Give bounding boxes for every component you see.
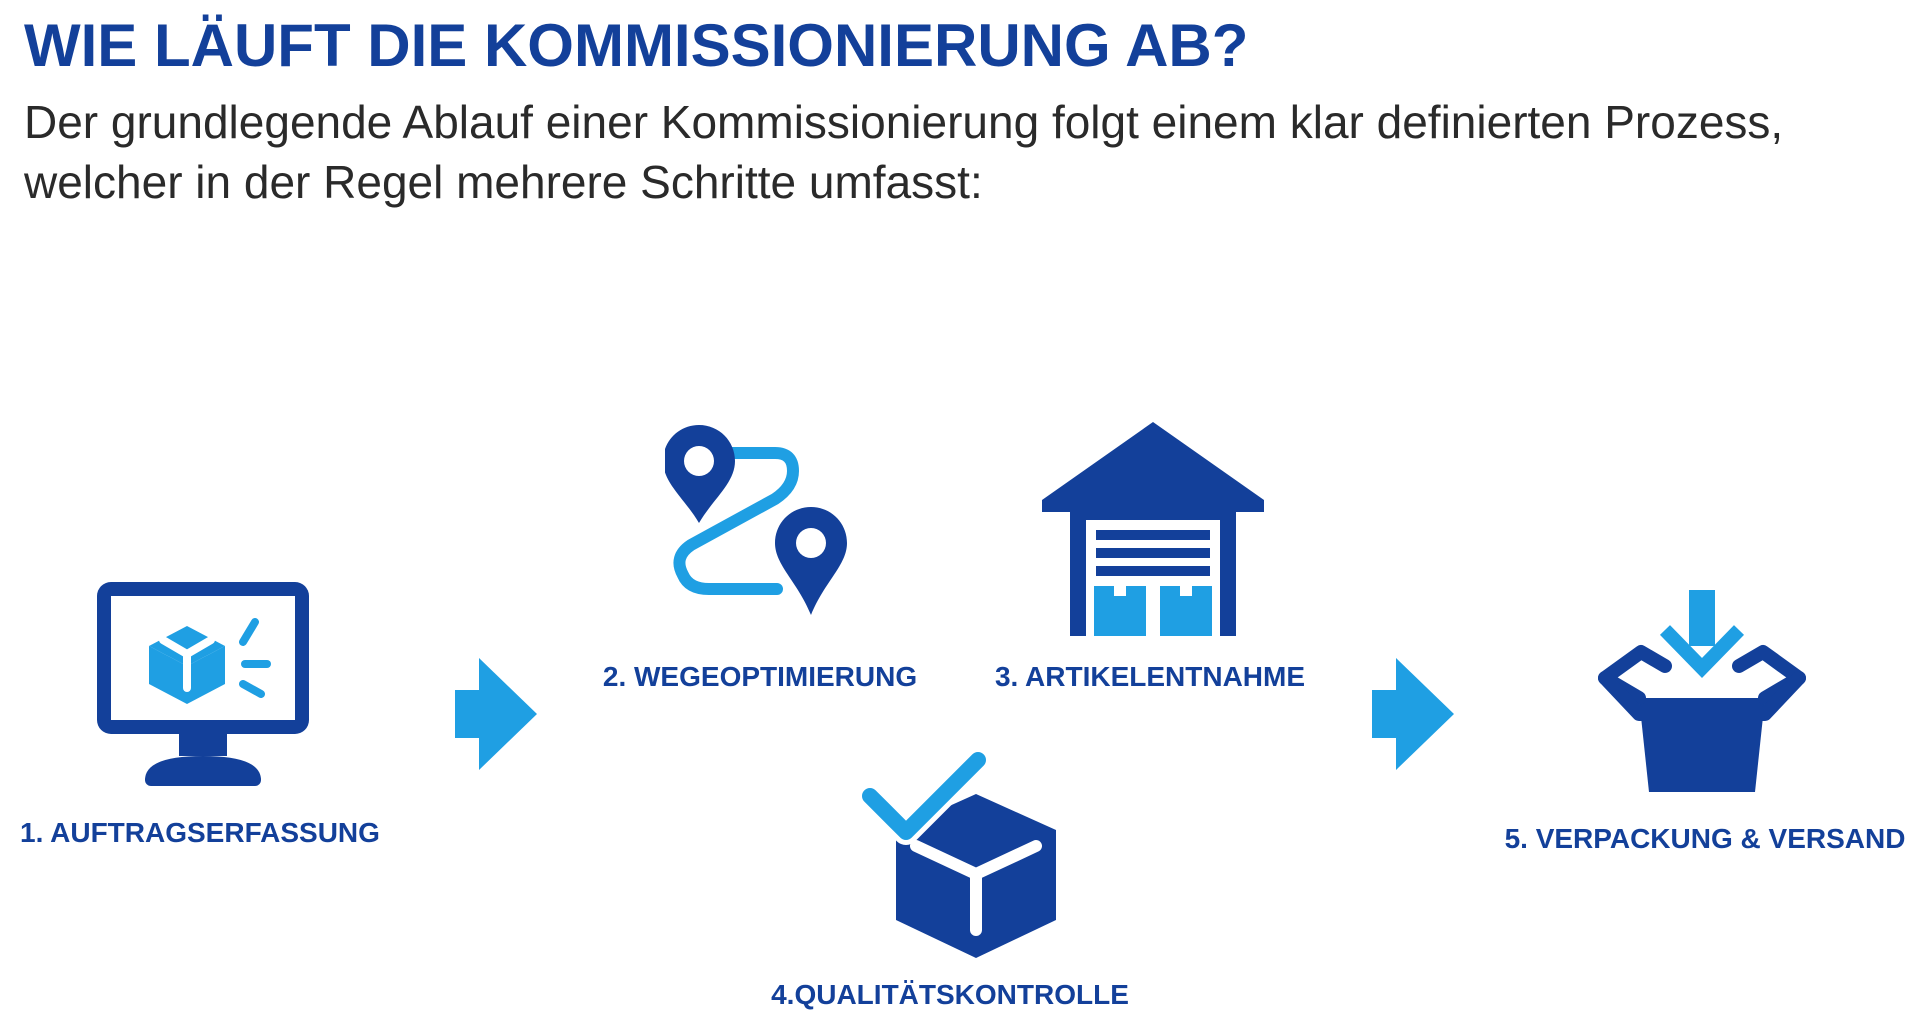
step-label-4: 4.QUALITÄTSKONTROLLE <box>771 979 1129 1010</box>
arrow-right-icon <box>455 658 537 770</box>
page-subtitle: Der grundlegende Ablauf einer Kommission… <box>24 96 1784 208</box>
route-pins-icon <box>665 425 847 615</box>
page-title: WIE LÄUFT DIE KOMMISSIONIERUNG AB? <box>24 12 1249 79</box>
step-label-5: 5. VERPACKUNG & VERSAND <box>1504 823 1906 854</box>
step-label-3: 3. ARTIKELENTNAHME <box>994 661 1306 692</box>
box-check-icon <box>860 750 1056 958</box>
arrow-right-icon <box>1372 658 1454 770</box>
step-label-2: 2. WEGEOPTIMIERUNG <box>602 661 918 692</box>
box-insert-icon <box>1598 590 1806 792</box>
step-label-1: 1. AUFTRAGSERFASSUNG <box>20 817 380 848</box>
warehouse-icon <box>1042 422 1264 636</box>
monitor-package-icon <box>97 582 309 786</box>
